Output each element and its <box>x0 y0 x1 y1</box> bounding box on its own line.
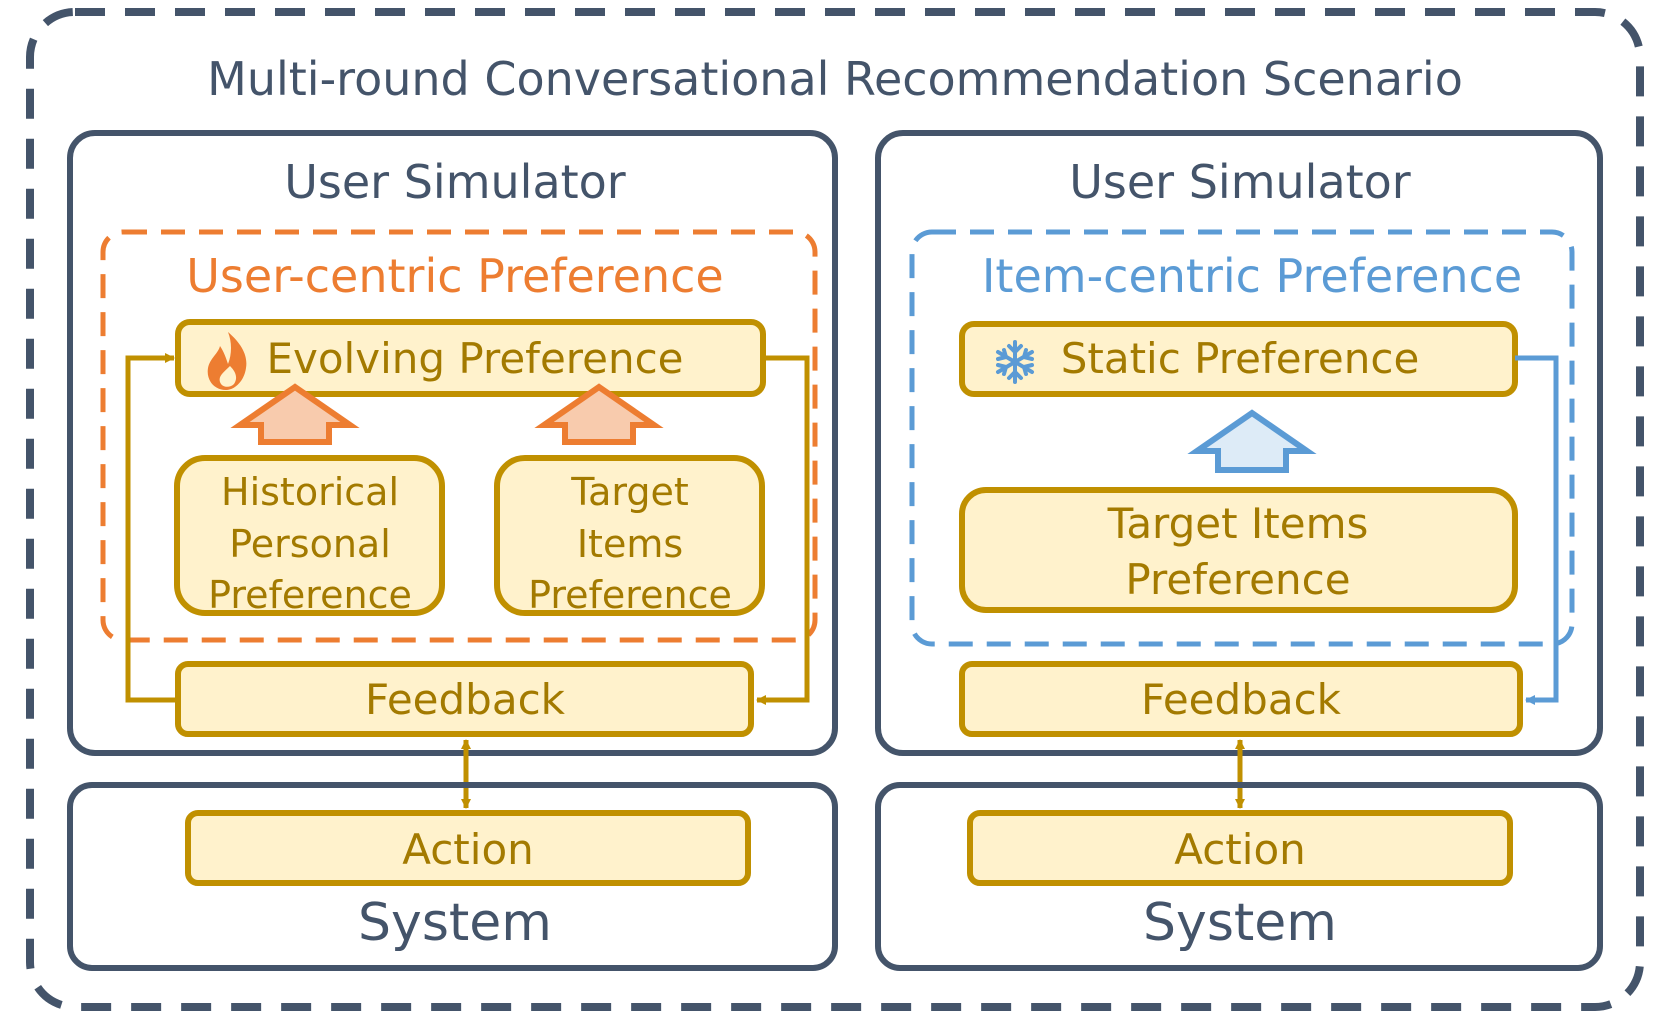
evolving-preference-label: Evolving Preference <box>266 334 683 383</box>
historical-up-arrow <box>230 383 360 445</box>
feedback-to-evolving-arrow <box>125 353 178 703</box>
right-feedback-box <box>959 661 1523 737</box>
user-centric-preference-title: User-centric Preference <box>186 249 723 303</box>
snowflake-icon <box>996 340 1034 384</box>
historical-line-1: Historical <box>221 470 399 514</box>
left-user-simulator-label: User Simulator <box>284 155 626 209</box>
left-target-line-1: Target <box>570 470 689 514</box>
user-centric-preference-frame <box>100 229 818 643</box>
right-feedback-label: Feedback <box>1141 675 1342 724</box>
left-user-simulator-box <box>67 130 838 756</box>
left-feedback-label: Feedback <box>365 675 566 724</box>
historical-line-2: Personal <box>229 522 391 566</box>
right-system-box <box>875 782 1603 971</box>
right-target-line-2: Preference <box>1125 555 1350 604</box>
evolving-to-feedback-arrow <box>756 355 810 705</box>
target-up-arrow <box>534 383 664 445</box>
right-user-simulator-label: User Simulator <box>1069 155 1411 209</box>
right-action-box <box>967 810 1513 886</box>
right-system-label: System <box>1143 893 1337 953</box>
item-centric-preference-title: Item-centric Preference <box>982 249 1522 303</box>
item-target-up-arrow <box>1187 409 1317 473</box>
historical-personal-preference-box <box>174 455 445 616</box>
fire-icon <box>207 332 247 390</box>
right-target-items-preference-box <box>959 487 1518 613</box>
historical-line-3: Preference <box>208 573 412 617</box>
right-action-label: Action <box>1174 825 1306 874</box>
left-system-box <box>67 782 838 971</box>
scenario-title: Multi-round Conversational Recommendatio… <box>207 52 1463 106</box>
left-target-line-3: Preference <box>528 573 732 617</box>
left-system-label: System <box>358 893 552 953</box>
static-to-feedback-arrow <box>1515 355 1559 705</box>
left-action-box <box>185 810 751 886</box>
left-action-label: Action <box>402 825 534 874</box>
static-preference-label: Static Preference <box>1061 334 1420 383</box>
scenario-frame <box>26 8 1644 1011</box>
right-target-line-1: Target Items <box>1107 499 1369 548</box>
left-target-line-2: Items <box>577 522 683 566</box>
left-target-items-preference-box <box>494 455 765 616</box>
item-centric-preference-frame <box>909 229 1575 647</box>
